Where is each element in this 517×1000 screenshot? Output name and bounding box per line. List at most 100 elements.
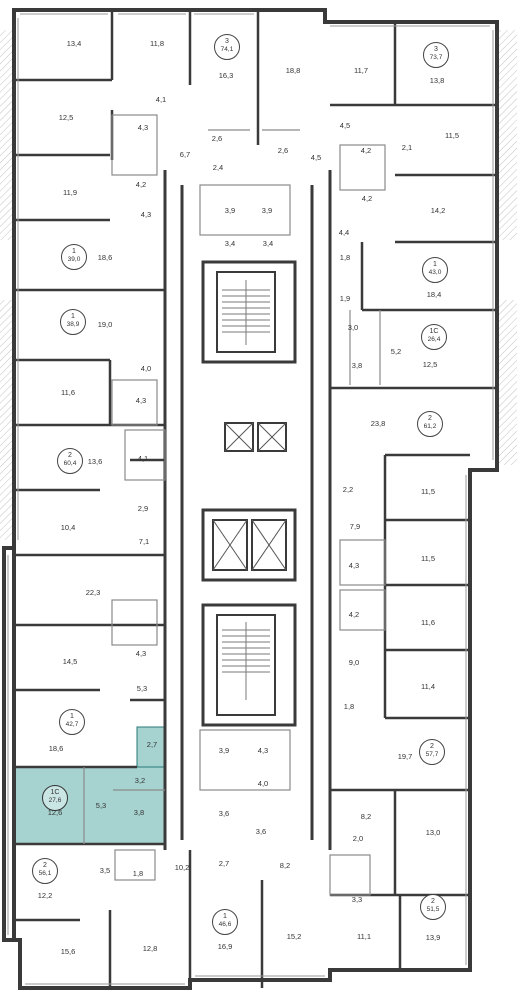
apartment-rooms: 1	[433, 261, 437, 268]
room-area-label: 4,1	[138, 454, 148, 463]
apartment-area: 43,0	[428, 269, 442, 276]
room-area-label: 12,2	[38, 891, 53, 900]
apartment-rooms: 1С	[429, 328, 439, 335]
room-area-label: 3,9	[225, 206, 235, 215]
room-area-label: 2,2	[343, 485, 353, 494]
room-area-label: 4,3	[141, 210, 151, 219]
room-area-label: 3,8	[134, 808, 144, 817]
room-area-label: 4,3	[136, 396, 146, 405]
room-area-label: 15,2	[287, 932, 302, 941]
room-area-label: 3,0	[348, 323, 358, 332]
window-marks	[7, 13, 494, 985]
room-area-label: 4,5	[311, 153, 321, 162]
room-area-label: 3,8	[352, 361, 362, 370]
right-partitions	[330, 22, 497, 970]
room-area-label: 11,5	[421, 554, 435, 563]
apartment-area: 73,7	[429, 54, 443, 61]
apartment-rooms: 3	[225, 38, 229, 45]
room-area-label: 9,0	[349, 658, 359, 667]
room-area-label: 3,6	[256, 827, 266, 836]
room-area-label: 11,5	[445, 131, 459, 140]
room-area-label: 13,4	[67, 39, 82, 48]
room-area-label: 3,4	[263, 239, 273, 248]
room-area-label: 11,1	[357, 932, 371, 941]
room-area-label: 2,9	[138, 504, 148, 513]
right-hatch-top	[497, 30, 517, 240]
room-area-label: 2,7	[219, 859, 229, 868]
room-area-label: 10,2	[175, 863, 190, 872]
room-area-label: 6,7	[180, 150, 190, 159]
apartment-rooms: 2	[431, 898, 435, 905]
apartment-area: 26,4	[427, 336, 441, 343]
apartment-area: 51,5	[426, 906, 440, 913]
right-hatch-mid	[497, 300, 517, 465]
room-area-label: 3,6	[219, 809, 229, 818]
room-area-label: 7,1	[139, 537, 149, 546]
apartment-area: 27,6	[48, 797, 62, 804]
room-area-label: 5,3	[96, 801, 106, 810]
room-area-label: 3,3	[352, 895, 362, 904]
apartment-rooms: 1	[223, 913, 227, 920]
apartment-area: 61,2	[423, 423, 437, 430]
room-area-label: 13,9	[426, 933, 441, 942]
room-area-label: 14,2	[431, 206, 446, 215]
room-area-label: 1,9	[340, 294, 350, 303]
left-hatch-mid	[0, 300, 14, 540]
room-area-label: 4,3	[349, 561, 359, 570]
room-area-label: 12,6	[48, 808, 63, 817]
room-area-label: 18,4	[427, 290, 442, 299]
apartment-rooms: 1	[71, 313, 75, 320]
room-area-label: 7,9	[350, 522, 360, 531]
selected-apartment-highlight[interactable]	[12, 726, 166, 845]
room-area-label: 4,2	[136, 180, 146, 189]
room-area-label: 5,2	[391, 347, 401, 356]
room-area-label: 2,7	[147, 740, 157, 749]
room-area-label: 11,7	[354, 66, 368, 75]
room-area-label: 10,4	[61, 523, 76, 532]
apartment-rooms: 3	[434, 46, 438, 53]
left-partitions	[14, 10, 264, 988]
apartment-area: 39,0	[67, 256, 81, 263]
room-area-label: 4,0	[258, 779, 268, 788]
apartment-rooms: 2	[428, 415, 432, 422]
room-area-label: 3,5	[100, 866, 110, 875]
room-area-label: 5,3	[137, 684, 147, 693]
room-area-label: 13,6	[88, 457, 103, 466]
room-area-label: 4,3	[258, 746, 268, 755]
room-area-label: 12,8	[143, 944, 158, 953]
apartment-rooms: 1	[70, 713, 74, 720]
room-area-label: 2,4	[213, 163, 223, 172]
apartment-rooms: 2	[68, 452, 72, 459]
room-area-label: 19,7	[398, 752, 413, 761]
stairs	[222, 280, 270, 700]
room-area-label: 1,8	[344, 702, 354, 711]
room-area-label: 8,2	[280, 861, 290, 870]
room-area-label: 2,6	[212, 134, 222, 143]
room-area-label: 1,8	[340, 253, 350, 262]
room-area-label: 14,5	[63, 657, 78, 666]
room-area-label: 11,4	[421, 682, 435, 691]
apartment-area: 42,7	[65, 721, 79, 728]
room-area-label: 4,5	[340, 121, 350, 130]
room-area-label: 22,3	[86, 588, 101, 597]
room-area-label: 2,0	[353, 834, 363, 843]
room-area-label: 12,5	[423, 360, 438, 369]
room-area-label: 18,6	[49, 744, 64, 753]
apartment-area: 38,9	[66, 321, 80, 328]
